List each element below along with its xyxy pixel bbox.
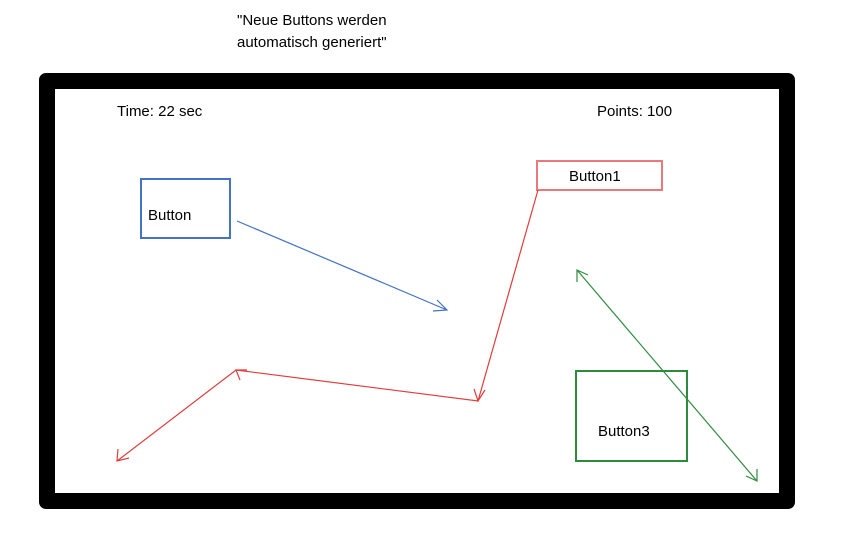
time-display: Time: 22 sec [117, 103, 203, 120]
green-game-button[interactable]: Button3 [575, 370, 688, 462]
red-game-button-label: Button1 [569, 167, 621, 185]
blue-game-button[interactable]: Button [140, 178, 231, 239]
caption-line-1: "Neue Buttons werden [237, 12, 387, 29]
green-game-button-label: Button3 [598, 422, 650, 440]
caption-line-2: automatisch generiert" [237, 34, 387, 51]
red-game-button[interactable]: Button1 [536, 160, 663, 191]
points-display: Points: 100 [597, 103, 673, 120]
caption-note: "Neue Buttons werden automatisch generie… [237, 10, 387, 54]
blue-game-button-label: Button [148, 206, 192, 224]
